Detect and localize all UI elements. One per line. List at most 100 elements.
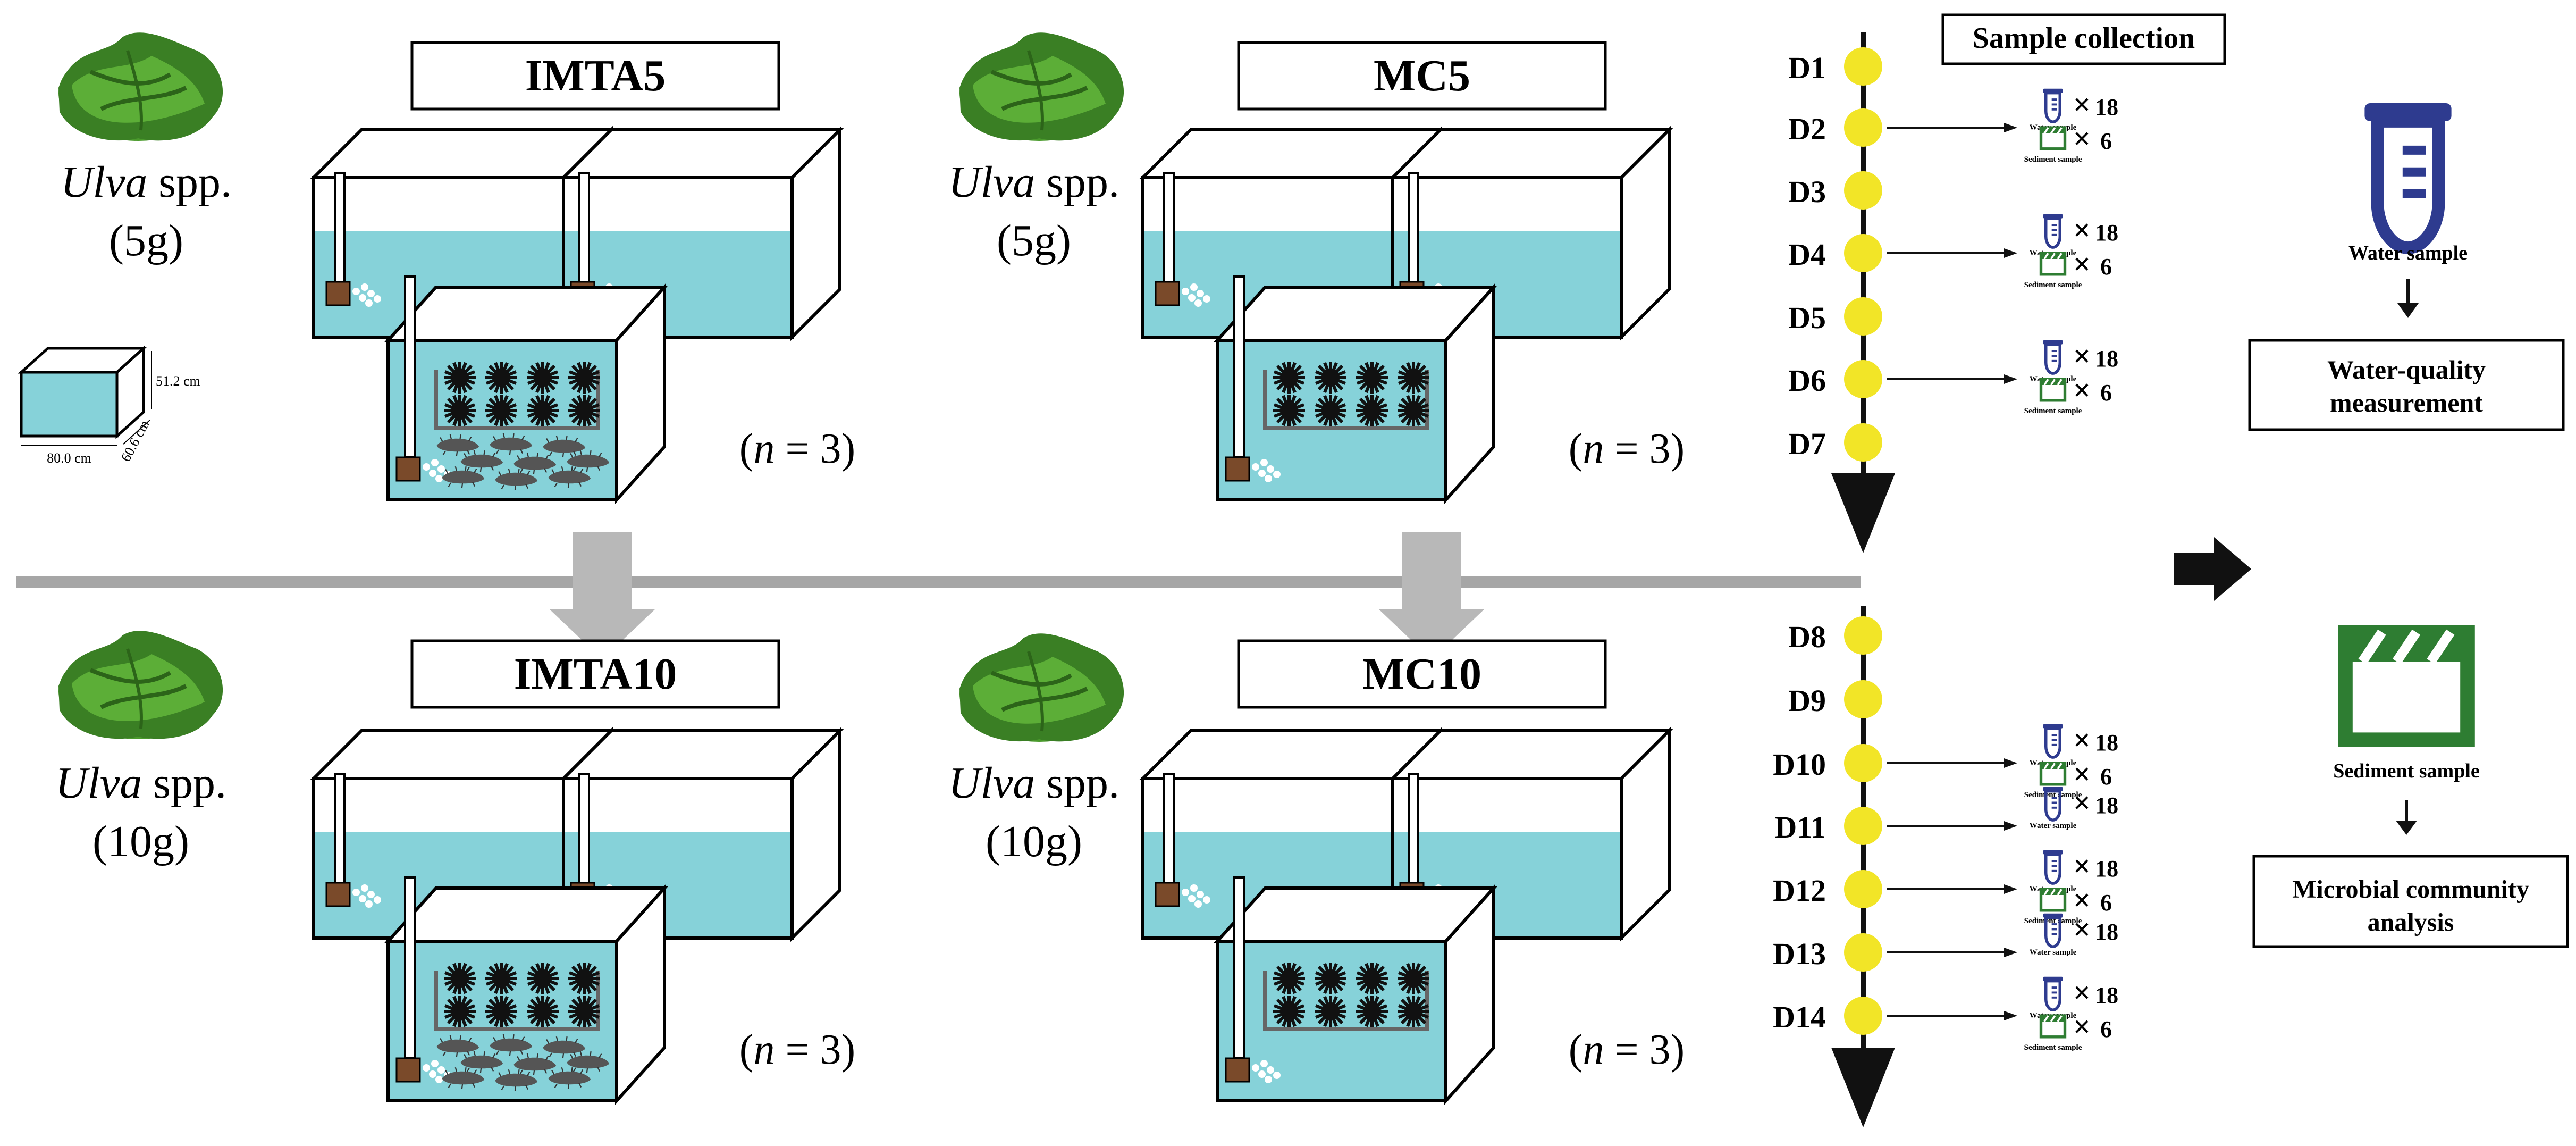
day-label: D1: [1788, 51, 1826, 85]
sediment-sample-mini-icon: [2041, 379, 2065, 400]
ulva-mass-label: (10g): [986, 817, 1082, 866]
day-dot: [1844, 171, 1882, 210]
day-dot: [1844, 744, 1882, 782]
water-quality-line-2: measurement: [2330, 388, 2483, 417]
microbial-analysis-line-2: analysis: [2368, 908, 2454, 936]
ulva-species-label: Ulva spp.: [948, 758, 1119, 808]
treatment-mc5: Ulva spp. (5g) MC5 (n = 3): [948, 32, 1685, 504]
ulva-seaweed-icon: [959, 633, 1124, 742]
replicate-count: (n = 3): [1569, 1026, 1685, 1073]
sediment-sample-icon: [2345, 632, 2468, 740]
ulva-seaweed-icon: [58, 631, 223, 739]
day-label: D12: [1773, 873, 1826, 908]
day-dot: [1844, 807, 1882, 845]
tank-height-label: 51.2 cm: [156, 373, 200, 389]
sediment-sample-count: ×6: [2073, 757, 2112, 791]
analysis-column: Water sample Water-quality measurement S…: [2174, 103, 2569, 948]
treatment-label: IMTA5: [525, 51, 666, 101]
sediment-sample-mini-icon: [2041, 253, 2065, 274]
day-label: D13: [1773, 936, 1826, 971]
big-right-arrow: [2174, 537, 2251, 601]
treatment-imta5: Ulva spp.(5g)IMTA5(n = 3): [58, 32, 855, 504]
tank-cluster: [309, 126, 844, 504]
treatment-mc10: Ulva spp. (10g) MC10 (n = 3): [948, 633, 1685, 1105]
ulva-seaweed-icon: [959, 32, 1124, 141]
sediment-sample-count: ×6: [2073, 1009, 2112, 1044]
water-sample-mini-icon: [2043, 214, 2063, 247]
timeline-day-d8: D8: [1788, 616, 1882, 655]
day-label: D2: [1788, 112, 1826, 146]
water-sample-caption: Water sample: [2030, 948, 2077, 957]
water-sample-count: ×18: [2073, 975, 2118, 1010]
day-dot: [1844, 423, 1882, 462]
sediment-sample-title: Sediment sample: [2333, 760, 2480, 782]
transition-arrow-mc: [1378, 532, 1485, 659]
sample-collection-title: Sample collection: [1973, 22, 2195, 55]
day-dot: [1844, 870, 1882, 908]
water-sample-count: ×18: [2073, 723, 2118, 757]
water-sample-count: ×18: [2073, 785, 2118, 820]
sediment-sample-count: ×6: [2073, 121, 2112, 156]
sample-collection-timeline: Sample collection D1D2Water sample×18Sed…: [1773, 13, 2226, 1127]
sediment-sample-mini-icon: [2041, 889, 2065, 910]
ulva-mass-label: (5g): [997, 216, 1071, 265]
treatment-label-box: [410, 41, 780, 111]
treatments-layer: Ulva spp.(5g)IMTA5(n = 3)Ulva spp.(5g)MC…: [55, 32, 1685, 1105]
sediment-sample-caption: Sediment sample: [2024, 791, 2082, 799]
replicate-count: (n = 3): [1569, 425, 1685, 472]
treatment-label-box: [1237, 639, 1607, 709]
timeline-day-d1: D1: [1788, 47, 1882, 86]
timeline-day-d13: D13 Water sample×18: [1773, 912, 2118, 972]
treatment-label: MC10: [1362, 649, 1481, 699]
sediment-sample-caption: Sediment sample: [2024, 155, 2082, 164]
water-sample-count: ×18: [2073, 339, 2118, 373]
timeline-day-d3: D3: [1788, 171, 1882, 210]
water-sample-count: ×18: [2073, 213, 2118, 247]
replicate-count: (n = 3): [739, 1026, 855, 1073]
timeline-day-d9: D9: [1788, 680, 1882, 718]
water-sample-mini-icon: [2043, 724, 2063, 757]
sediment-sample-count: ×6: [2073, 373, 2112, 407]
tank-cluster: [309, 726, 844, 1105]
water-sample-icon: [2364, 103, 2451, 248]
timeline-day-d5: D5: [1788, 297, 1882, 336]
water-sample-mini-icon: [2043, 977, 2063, 1010]
day-dot: [1844, 360, 1882, 398]
day-dot: [1844, 297, 1882, 336]
day-dot: [1844, 234, 1882, 272]
day-label: D3: [1788, 174, 1826, 209]
water-sample-count: ×18: [2073, 912, 2118, 947]
sediment-sample-mini-icon: [2041, 128, 2065, 149]
sample-collection-title-box: [1941, 13, 2226, 65]
treatment-label: IMTA10: [514, 649, 677, 699]
ulva-species-label: Ulva spp.: [948, 157, 1119, 207]
timeline-day-d7: D7: [1788, 423, 1882, 462]
sediment-sample-caption: Sediment sample: [2024, 281, 2082, 289]
water-sample-title: Water sample: [2348, 242, 2468, 264]
sediment-sample-caption: Sediment sample: [2024, 1043, 2082, 1052]
timeline-arrowhead-1: [1831, 473, 1895, 553]
tank-dimension-icon: 51.2 cm 80.0 cm 60.6 cm: [18, 345, 200, 466]
day-label: D6: [1788, 363, 1826, 398]
sediment-sample-mini-icon: [2041, 763, 2065, 784]
water-sample-mini-icon: [2043, 850, 2063, 883]
water-sample-count: ×18: [2073, 849, 2118, 883]
sediment-sample-caption: Sediment sample: [2024, 407, 2082, 415]
day-label: D9: [1788, 683, 1826, 718]
treatment-label: MC5: [1374, 51, 1470, 101]
ulva-mass-label: (10g): [92, 817, 189, 866]
day-label: D5: [1788, 300, 1826, 335]
microbial-analysis-box: [2252, 855, 2569, 948]
day-dot: [1844, 933, 1882, 972]
ulva-seaweed-icon: [58, 32, 223, 141]
replicate-count: (n = 3): [739, 425, 855, 472]
ulva-species-label: Ulva spp.: [61, 157, 232, 207]
transition-arrow-imta: [549, 532, 655, 659]
day-dot: [1844, 108, 1882, 147]
